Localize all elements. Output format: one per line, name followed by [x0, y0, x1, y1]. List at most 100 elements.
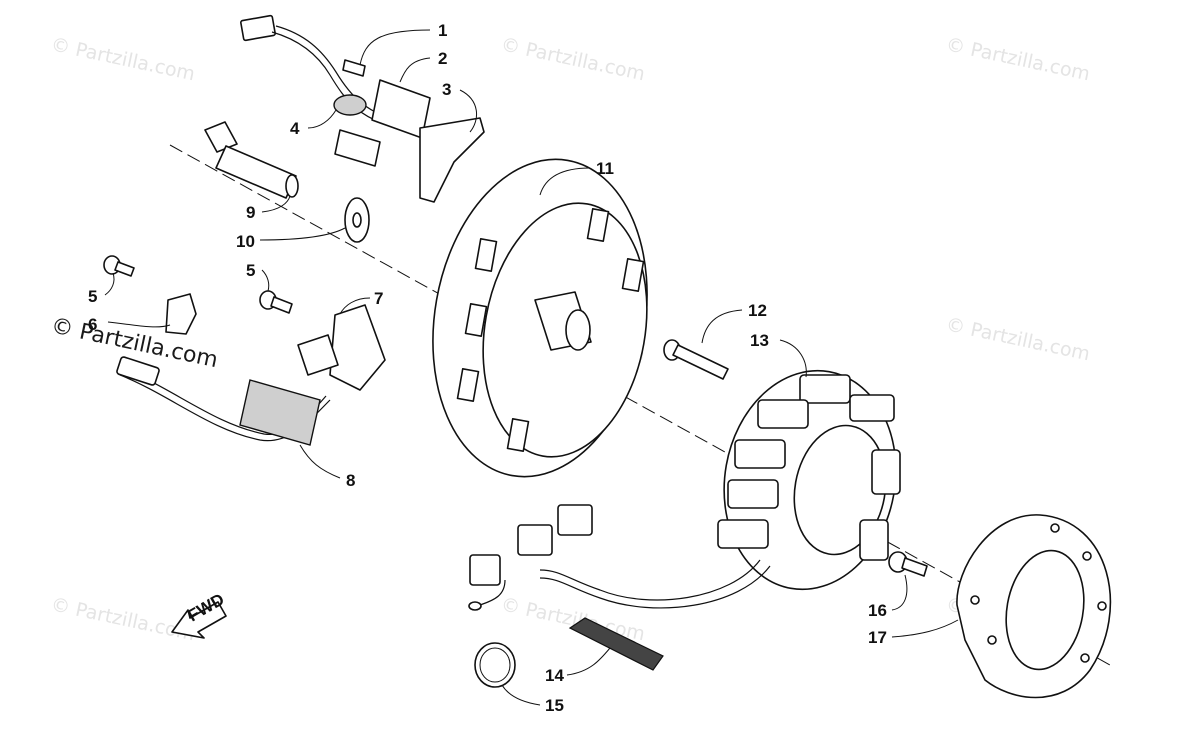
bolt-tip	[285, 174, 299, 198]
flywheel-magnet	[586, 208, 610, 242]
clamp-body	[165, 293, 197, 335]
stator-coil	[871, 449, 901, 495]
clip-inner	[479, 647, 511, 683]
leader-lines	[104, 29, 959, 706]
callout-9: 9	[246, 203, 255, 222]
stator-coil	[717, 519, 769, 549]
harness-connector	[116, 356, 160, 386]
leader-line-6	[107, 321, 171, 328]
leader-line-15	[501, 684, 541, 706]
plate-hole	[987, 635, 997, 645]
screw-5b	[259, 290, 293, 314]
pickup-sensor-assembly	[240, 14, 485, 203]
leader-line-1	[359, 29, 431, 66]
wire-clamp	[165, 293, 197, 335]
plate-hole	[1082, 551, 1092, 561]
callout-17: 17	[868, 628, 887, 647]
stator-coil	[849, 394, 895, 422]
harness-connector	[557, 504, 593, 536]
washer	[344, 197, 370, 243]
leader-line-3	[459, 89, 478, 133]
callout-3: 3	[442, 80, 451, 99]
screw-1	[342, 59, 366, 77]
leader-line-11	[539, 167, 591, 196]
flywheel-bolt	[204, 121, 299, 199]
watermark: © Partzilla.com	[49, 593, 197, 645]
screw-shank	[901, 557, 928, 577]
callout-13: 13	[750, 331, 769, 350]
fwd-arrow-shape	[171, 601, 227, 639]
gasket	[239, 379, 321, 446]
leader-line-9	[261, 195, 291, 213]
fwd-arrow: FWD	[171, 590, 228, 639]
callout-10: 10	[236, 232, 255, 251]
callout-11: 11	[596, 159, 614, 178]
callout-16: 16	[868, 601, 887, 620]
callout-15: 15	[545, 696, 564, 715]
callout-12: 12	[748, 301, 767, 320]
watermark: © Partzilla.com	[944, 313, 1092, 365]
callouts: 1 2 3 4 5 5 6 7 8 9 10 11 12 13 14 15 16…	[88, 21, 887, 715]
plate-bore	[1005, 549, 1085, 671]
connector-plug	[240, 14, 276, 42]
wiring-harness-8	[116, 356, 331, 446]
callout-6: 6	[88, 315, 97, 334]
crank-sensor	[297, 304, 386, 391]
wire-sleeve	[568, 617, 664, 671]
stator-harness	[468, 504, 771, 611]
callout-5b: 5	[246, 261, 255, 280]
flywheel-magnet	[474, 238, 498, 272]
leader-line-4	[307, 109, 337, 129]
bolt-head	[204, 121, 238, 153]
watermark: © Partzilla.com	[499, 33, 647, 85]
screw-5a	[103, 255, 135, 277]
harness-connector	[517, 524, 553, 556]
stator-bolt	[663, 339, 729, 380]
screw-shank	[114, 261, 135, 277]
leader-line-10	[259, 227, 346, 241]
callout-4: 4	[290, 119, 300, 138]
flywheel-magnet	[464, 303, 488, 337]
harness-cable	[539, 559, 761, 601]
leader-line-16	[891, 574, 908, 611]
ring-terminal	[468, 601, 482, 611]
bolt-shank	[672, 344, 729, 380]
grommet	[333, 94, 367, 116]
callout-2: 2	[438, 49, 447, 68]
leader-line-12	[701, 309, 743, 344]
leader-line-14	[566, 647, 611, 676]
sleeve-body	[568, 617, 664, 671]
callout-1: 1	[438, 21, 447, 40]
flywheel-magnet	[621, 258, 645, 292]
stator-coil	[799, 374, 851, 404]
leader-line-5b	[261, 269, 270, 292]
stator-plate	[956, 514, 1112, 699]
washer-hole	[352, 212, 362, 228]
plate-hole	[1050, 523, 1060, 533]
sensor-tab	[297, 334, 339, 376]
stator-coil	[727, 479, 779, 509]
harness-connector	[469, 554, 501, 586]
stator-coil	[757, 399, 809, 429]
callout-14: 14	[545, 666, 564, 685]
leader-line-13	[779, 339, 807, 378]
bolt-shank	[215, 145, 297, 199]
plate-screw	[888, 551, 928, 577]
leader-line-7	[339, 297, 371, 315]
callout-7: 7	[374, 289, 383, 308]
watermark: © Partzilla.com	[944, 33, 1092, 85]
stator	[717, 369, 901, 591]
leader-line-8	[299, 444, 341, 479]
leader-line-5a	[104, 272, 115, 296]
sensor-housing	[329, 304, 386, 391]
plate-hole	[970, 595, 980, 605]
callout-5a: 5	[88, 287, 97, 306]
harness-cable	[539, 565, 771, 609]
mounting-bracket	[419, 117, 485, 203]
hose-clip	[474, 642, 516, 688]
leader-line-17	[891, 619, 959, 638]
flywheel-magnet	[506, 418, 530, 452]
leader-line-2	[399, 57, 431, 83]
